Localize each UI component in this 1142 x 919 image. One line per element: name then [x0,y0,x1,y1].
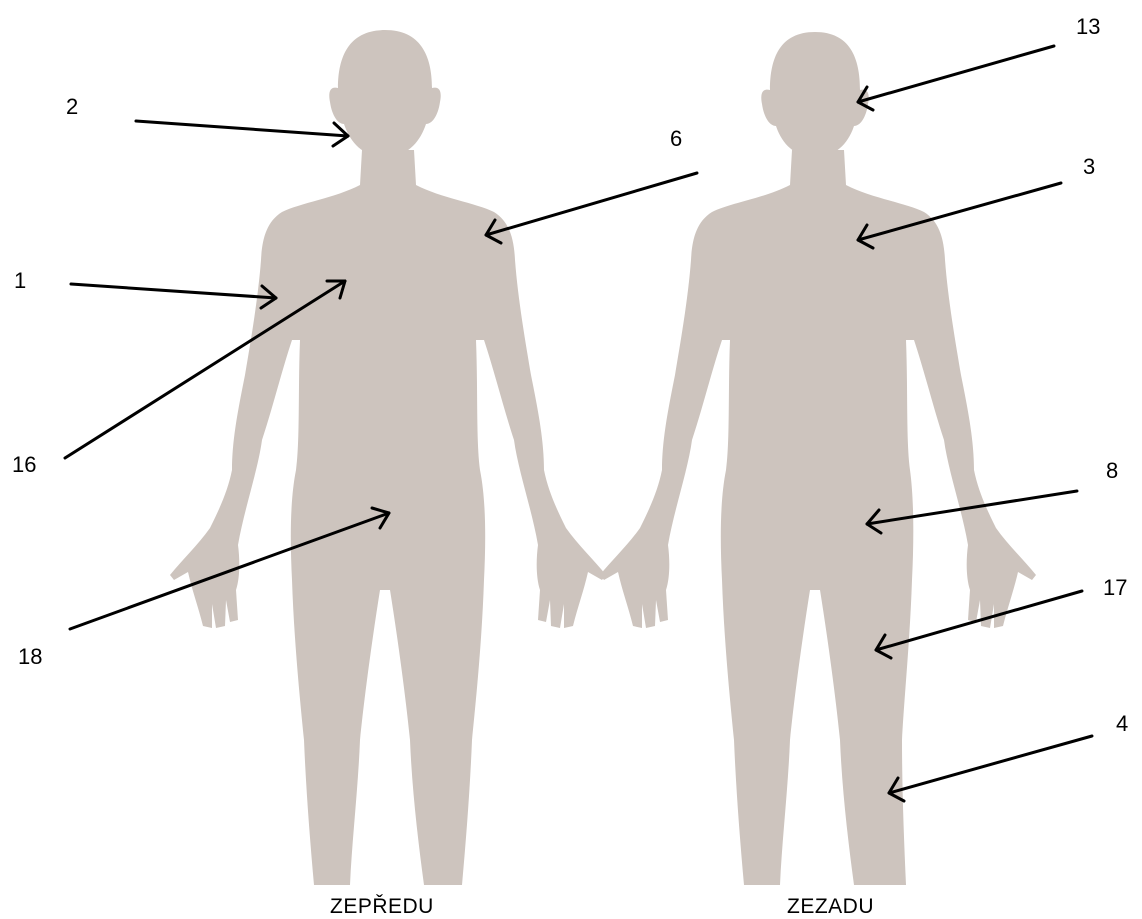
pointer-4: 4 [889,711,1128,801]
pointer-label: 13 [1076,14,1100,39]
pointer-label: 8 [1106,458,1118,483]
pointer-label: 1 [14,268,26,293]
back-silhouette [600,32,1036,885]
back-view-caption: ZEZADU [787,895,874,918]
arrow-line [858,46,1054,102]
back-body [600,150,1036,885]
pointer-label: 6 [670,126,682,151]
pointer-1: 1 [14,268,276,308]
pointer-label: 16 [12,452,36,477]
pointer-label: 18 [18,644,42,669]
pointer-label: 17 [1103,575,1127,600]
arrow-line [71,284,276,298]
pointer-13: 13 [858,14,1100,110]
front-view-caption: ZEPŘEDU [330,895,434,918]
pointer-label: 2 [66,94,78,119]
front-silhouette [170,30,606,885]
arrow-line [136,121,348,136]
pointer-label: 4 [1116,711,1128,736]
pointer-2: 2 [66,94,348,146]
arrow-line [889,736,1092,793]
pointer-label: 3 [1083,154,1095,179]
arrow-line [486,173,697,235]
pointer-6: 6 [486,126,697,243]
back-head [761,32,868,158]
